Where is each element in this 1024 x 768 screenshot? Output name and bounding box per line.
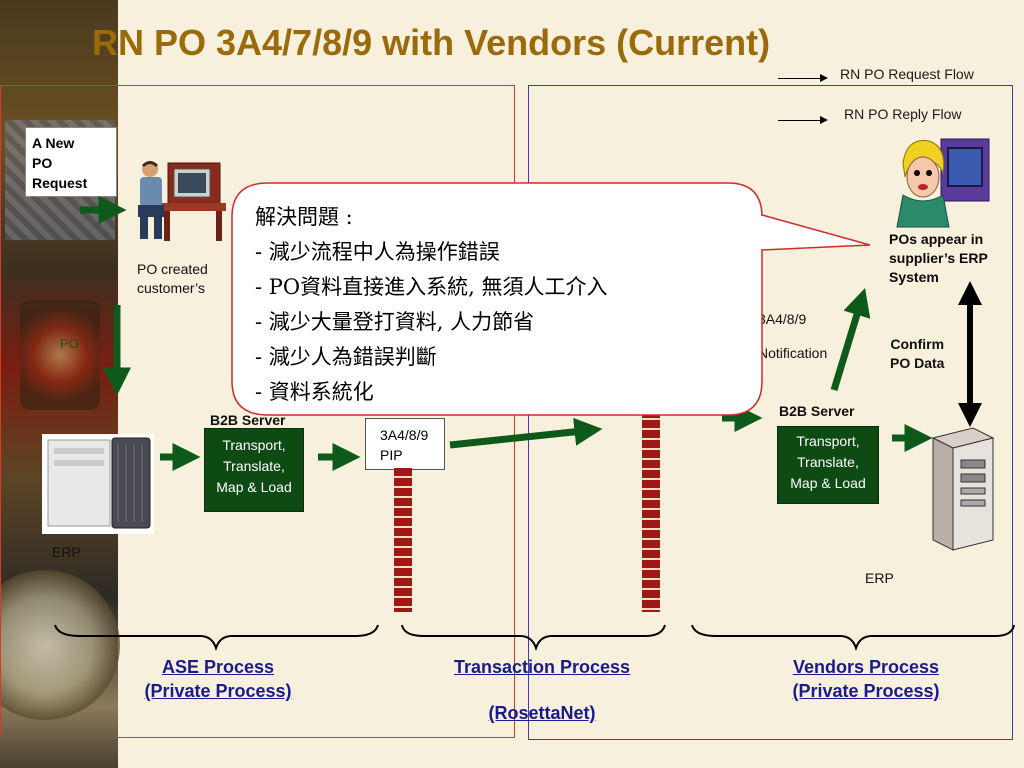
vendors-process-line-1: Vendors Process [792,657,940,677]
left-firewall [394,468,412,612]
callout-item-4: - 減少人為錯誤判斷 [255,345,437,369]
po-created-label: PO created customer’s [137,260,208,298]
request-line-3: Request [32,175,88,191]
left-b2b-server-label: B2B Server [210,412,286,428]
vendors-process-line-2: (Private Process) [792,681,940,701]
customer-user-computer-icon [138,161,226,241]
ase-process-line-1: ASE Process [161,657,275,677]
pip-line-1: 3A4/8/9 [380,427,429,443]
left-erp-server-icon [42,434,154,534]
request-flow-legend-label: RN PO Request Flow [840,66,974,82]
new-po-request-box: A New PO Request [25,127,117,197]
callout-item-1: - 減少流程中人為操作錯誤 [255,240,500,264]
medal-image [20,300,100,410]
page-title: RN PO 3A4/7/8/9 with Vendors (Current) [92,22,771,63]
confirm-line-1: Confirm [890,336,945,352]
transaction-process-line-1: Transaction Process [453,657,631,677]
left-transport-box: Transport, Translate, Map & Load [204,428,304,512]
pip-line-2: PIP [380,447,403,463]
right-transport-line-1: Transport, [796,433,860,449]
po-created-line-1: PO created [137,261,208,277]
pos-appear-line-2: supplier’s ERP [889,250,988,266]
notify-line-2: Notification [758,345,828,361]
confirm-po-label: Confirm PO Data [890,335,944,373]
request-line-2: PO [32,155,53,171]
notification-label: 3A4/8/9 Notification [758,302,827,370]
supplier-user-computer-icon [896,138,990,228]
callout-text: 解決問題 : - 減少流程中人為操作錯誤 - PO資料直接進入系統, 無須人工介… [255,200,735,410]
po-label: PO [60,336,79,351]
po-created-line-2: customer’s [137,280,205,296]
right-erp-label: ERP [865,570,894,586]
callout-item-2: - PO資料直接進入系統, 無須人工介入 [255,275,608,299]
request-flow-legend-arrow [778,74,828,82]
callout-item-5: - 資料系統化 [255,380,374,404]
callout-item-3: - 減少大量登打資料, 人力節省 [255,310,535,334]
reply-flow-legend-label: RN PO Reply Flow [844,106,962,122]
pip-document: 3A4/8/9 PIP [365,418,445,470]
ase-process-line-2: (Private Process) [144,681,292,701]
request-line-1: A New [32,135,75,151]
notify-line-1: 3A4/8/9 [758,311,807,327]
transaction-process-label: Transaction Process (RosettaNet) [432,655,652,725]
left-transport-line-1: Transport, [222,437,286,453]
pos-appear-line-3: System [889,269,939,285]
confirm-line-2: PO Data [890,355,945,371]
left-erp-label: ERP [52,544,81,560]
right-firewall [642,390,660,612]
right-b2b-server-label: B2B Server [779,403,855,419]
left-transport-line-2: Translate, [223,458,285,474]
vendors-process-label: Vendors Process (Private Process) [766,655,966,703]
pos-appear-line-1: POs appear in [889,231,984,247]
pos-appear-label: POs appear in supplier’s ERP System [889,230,988,287]
reply-flow-legend-arrow [778,116,828,124]
left-transport-line-3: Map & Load [216,479,292,495]
transaction-process-line-2: (RosettaNet) [488,703,596,723]
right-transport-line-2: Translate, [797,454,859,470]
ase-process-label: ASE Process (Private Process) [118,655,318,703]
right-transport-line-3: Map & Load [790,475,866,491]
right-transport-box: Transport, Translate, Map & Load [777,426,879,504]
right-erp-server-icon [931,427,995,551]
callout-heading: 解決問題 : [255,205,353,229]
